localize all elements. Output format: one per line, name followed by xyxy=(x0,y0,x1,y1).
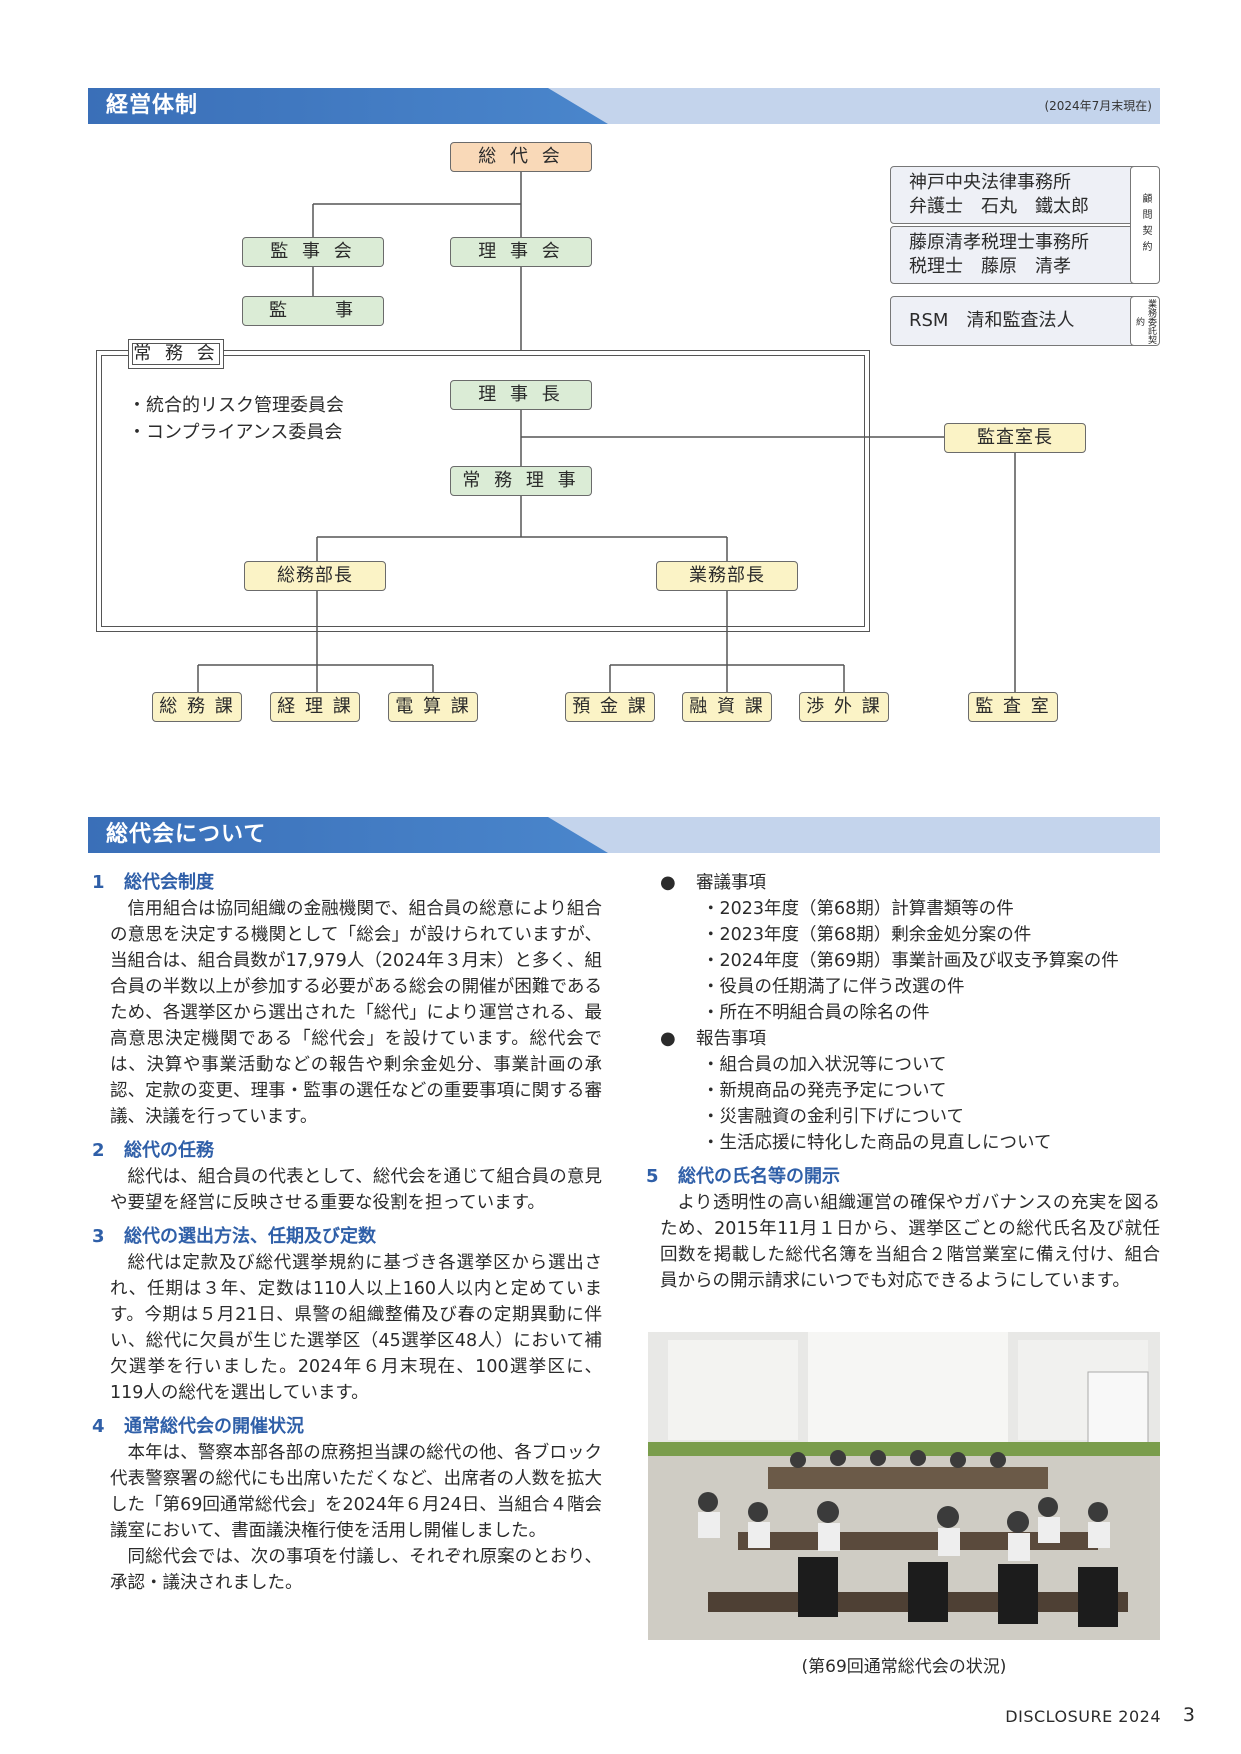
advisor-tax-office: 藤原清孝税理士事務所 税理士 藤原 清孝 xyxy=(890,226,1158,284)
org-box-somubucho: 総務部長 xyxy=(244,561,386,591)
advisor-tax-person: 税理士 藤原 清孝 xyxy=(909,256,1071,277)
shingi-item-1: ・2023年度（第68期）計算書類等の件 xyxy=(702,899,1014,919)
shingi-item-2: ・2023年度（第68期）剰余金処分案の件 xyxy=(702,925,1032,945)
org-box-sodaikai: 総 代 会 xyxy=(450,142,592,172)
auditor-contract-tag: 業務委託契約 xyxy=(1130,296,1160,346)
committee-risk: ・統合的リスク管理委員会 xyxy=(128,395,344,416)
hokoku-item-4: ・生活応援に特化した商品の見直しについて xyxy=(702,1133,1052,1153)
header-band-dark xyxy=(88,817,608,853)
org-box-kanjikai: 監 事 会 xyxy=(242,237,384,267)
shingi-item-3: ・2024年度（第69期）事業計画及び収支予算案の件 xyxy=(702,951,1119,971)
meeting-photo-illustration xyxy=(648,1332,1160,1640)
dept-kansashitsu: 監 査 室 xyxy=(968,692,1058,722)
meeting-photo xyxy=(648,1332,1160,1640)
hokoku-item-3: ・災害融資の金利引下げについて xyxy=(702,1107,964,1127)
hokoku-heading: ●報告事項 xyxy=(660,1026,1160,1052)
org-box-kansashitsucho: 監査室長 xyxy=(944,423,1086,453)
shingi-heading: ●審議事項 xyxy=(660,870,1160,896)
header-band-dark xyxy=(88,88,608,124)
advisor-law-name: 神戸中央法律事務所 xyxy=(909,172,1071,193)
dept-shogai: 渉 外 課 xyxy=(799,692,889,722)
org-box-kanji: 監 事 xyxy=(242,296,384,326)
footer-label: DISCLOSURE 2024 xyxy=(1005,1707,1161,1726)
shingi-item-5: ・所在不明組合員の除名の件 xyxy=(702,1003,930,1023)
bullet-icon: ● xyxy=(660,872,676,893)
committee-compliance: ・コンプライアンス委員会 xyxy=(128,422,343,443)
bullet-icon: ● xyxy=(660,1028,676,1049)
photo-caption: (第69回通常総代会の状況) xyxy=(801,1657,1007,1677)
sec3-paragraph: 総代は定款及び総代選挙規約に基づき各選挙区から選出され、任期は３年、定数は110… xyxy=(110,1253,602,1403)
jomukai-label: 常 務 会 xyxy=(128,339,224,369)
auditor-name: RSM 清和監査法人 xyxy=(909,310,1075,331)
right-column: ●審議事項 ・2023年度（第68期）計算書類等の件 ・2023年度（第68期）… xyxy=(646,870,1160,1294)
sec4-paragraph-2: 同総代会では、次の事項を付議し、それぞれ原案のとおり、承認・議決されました。 xyxy=(110,1547,602,1593)
section-title: 経営体制 xyxy=(106,93,199,118)
shingi-item-4: ・役員の任期満了に伴う改選の件 xyxy=(702,977,965,997)
sec4-paragraph-1: 本年は、警察本部各部の庶務担当課の総代の他、各ブロック代表警察署の総代にも出席い… xyxy=(110,1443,602,1541)
dept-densan: 電 算 課 xyxy=(388,692,478,722)
section-header-sodaikai: 総代会について xyxy=(88,817,1160,853)
sec1-paragraph: 信用組合は協同組織の金融機関で、組合員の総意により組合の意思を決定する機関として… xyxy=(110,899,602,1127)
dept-keiri: 経 理 課 xyxy=(270,692,360,722)
hokoku-item-1: ・組合員の加入状況等について xyxy=(702,1055,947,1075)
section-header-management: 経営体制 (2024年7月末現在) xyxy=(88,88,1160,124)
dept-somu: 総 務 課 xyxy=(152,692,242,722)
advisor-tax-name: 藤原清孝税理士事務所 xyxy=(909,232,1089,253)
advisor-contract-tag: 顧問契約 xyxy=(1130,166,1160,284)
page-number: 3 xyxy=(1182,1704,1195,1726)
auditor-firm: RSM 清和監査法人 xyxy=(890,296,1158,346)
org-box-rijikai: 理 事 会 xyxy=(450,237,592,267)
hokoku-item-2: ・新規商品の発売予定について xyxy=(702,1081,947,1101)
advisor-law-office: 神戸中央法律事務所 弁護士 石丸 鐵太郎 xyxy=(890,166,1158,224)
org-box-gyomubucho: 業務部長 xyxy=(656,561,798,591)
dept-yushi: 融 資 課 xyxy=(682,692,772,722)
jomukai-frame-outer xyxy=(96,350,870,632)
dept-yokin: 預 金 課 xyxy=(565,692,655,722)
section-title: 総代会について xyxy=(106,822,267,847)
org-box-rijicho: 理 事 長 xyxy=(450,380,592,410)
org-box-jomuriji: 常 務 理 事 xyxy=(450,466,592,496)
sec2-paragraph: 総代は、組合員の代表として、総代会を通じて組合員の意見や要望を経営に反映させる重… xyxy=(110,1167,602,1213)
advisor-law-person: 弁護士 石丸 鐵太郎 xyxy=(909,196,1089,217)
sec5-paragraph: より透明性の高い組織運営の確保やガバナンスの充実を図るため、2015年11月１日… xyxy=(660,1193,1160,1291)
jomukai-frame-inner xyxy=(101,355,865,627)
date-note: (2024年7月末現在) xyxy=(1044,99,1152,113)
